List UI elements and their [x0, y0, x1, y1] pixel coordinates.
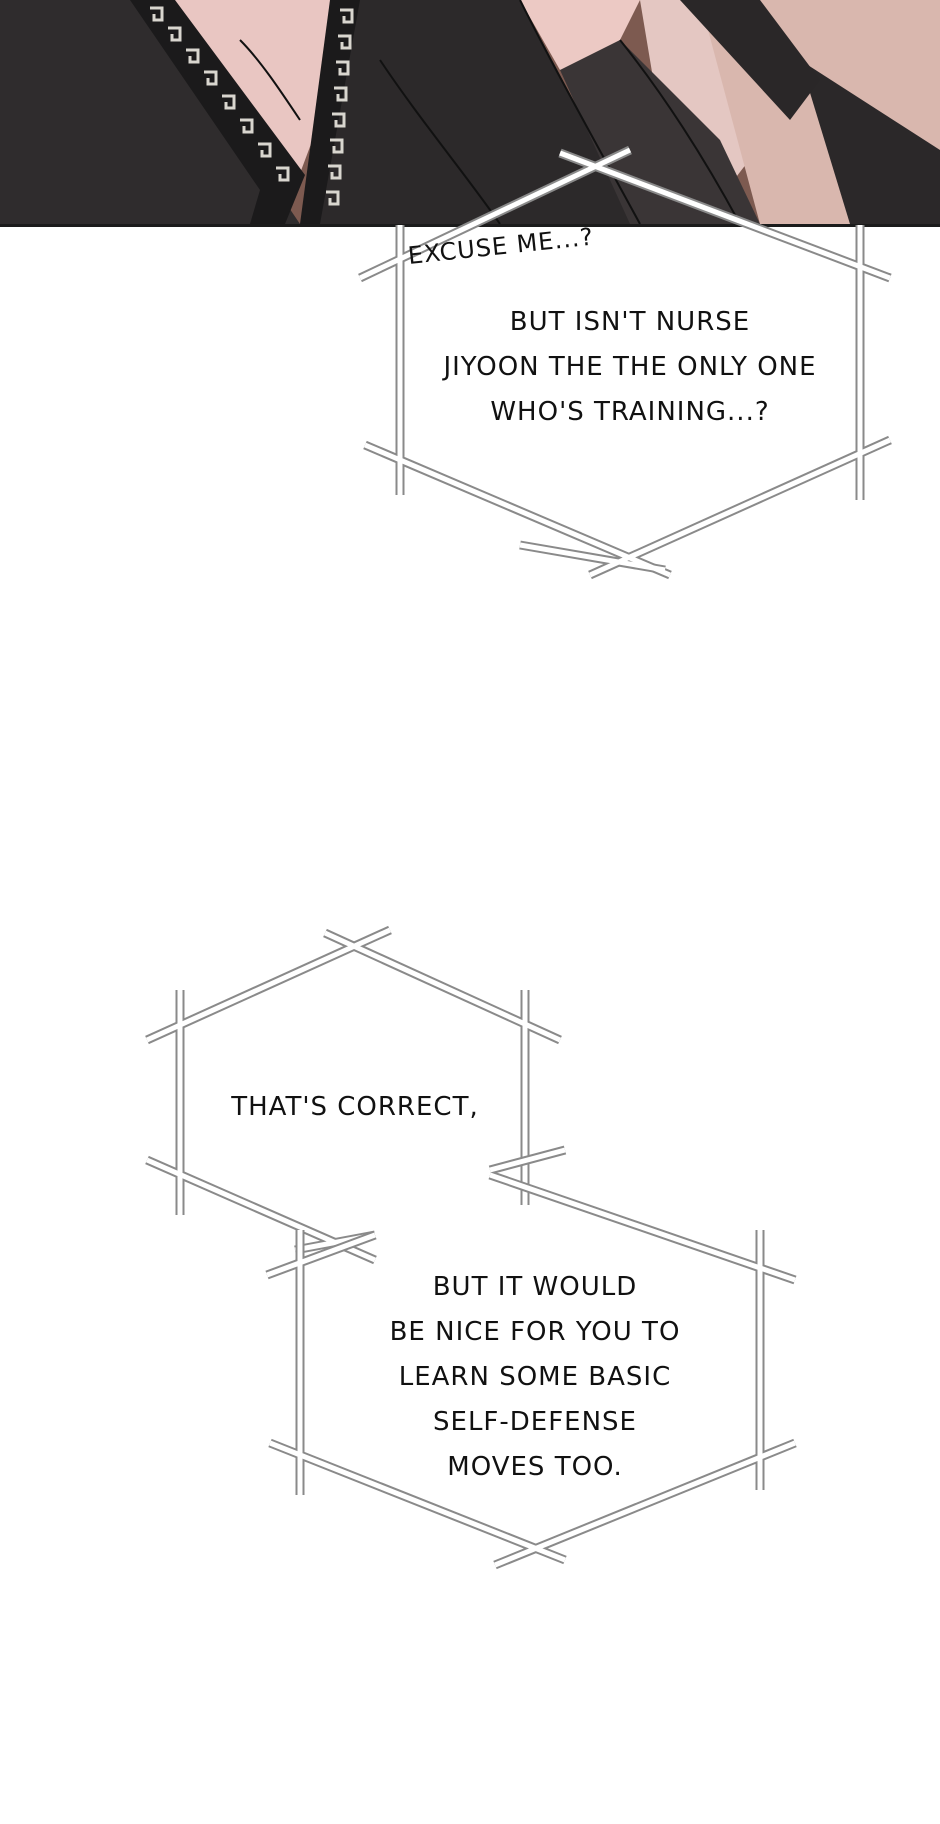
robe-illustration: [0, 0, 940, 224]
speech-bubble-advice: BUT IT WOULD BE NICE FOR YOU TO LEARN SO…: [265, 1145, 805, 1575]
bubble-line: WHO'S TRAINING...?: [490, 397, 770, 427]
bubble-line: THAT'S CORRECT,: [231, 1092, 479, 1122]
bubble-text-question: BUT ISN'T NURSE JIYOON THE THE ONLY ONE …: [420, 300, 840, 435]
hexagon-frame-icon: [358, 145, 892, 580]
speech-bubble-question: EXCUSE ME...? BUT ISN'T NURSE JIYOON THE…: [358, 145, 900, 580]
bubble-line: MOVES TOO.: [447, 1452, 623, 1482]
bubble-text-correct: THAT'S CORRECT,: [185, 1085, 525, 1130]
bubble-line: BUT IT WOULD: [432, 1272, 638, 1302]
bubble-line: BE NICE FOR YOU TO: [389, 1317, 681, 1347]
bubble-line: SELF-DEFENSE: [433, 1407, 637, 1437]
bubble-line: JIYOON THE THE ONLY ONE: [443, 352, 817, 382]
bubble-text-advice: BUT IT WOULD BE NICE FOR YOU TO LEARN SO…: [325, 1265, 745, 1490]
speech-bubble-correct: THAT'S CORRECT,: [145, 925, 565, 1265]
comic-panel-top: [0, 0, 940, 227]
bubble-line: LEARN SOME BASIC: [398, 1362, 672, 1392]
hexagon-frame-icon: [145, 925, 562, 1265]
bubble-line: BUT ISN'T NURSE: [509, 307, 751, 337]
hexagon-frame-icon: [265, 1145, 797, 1570]
